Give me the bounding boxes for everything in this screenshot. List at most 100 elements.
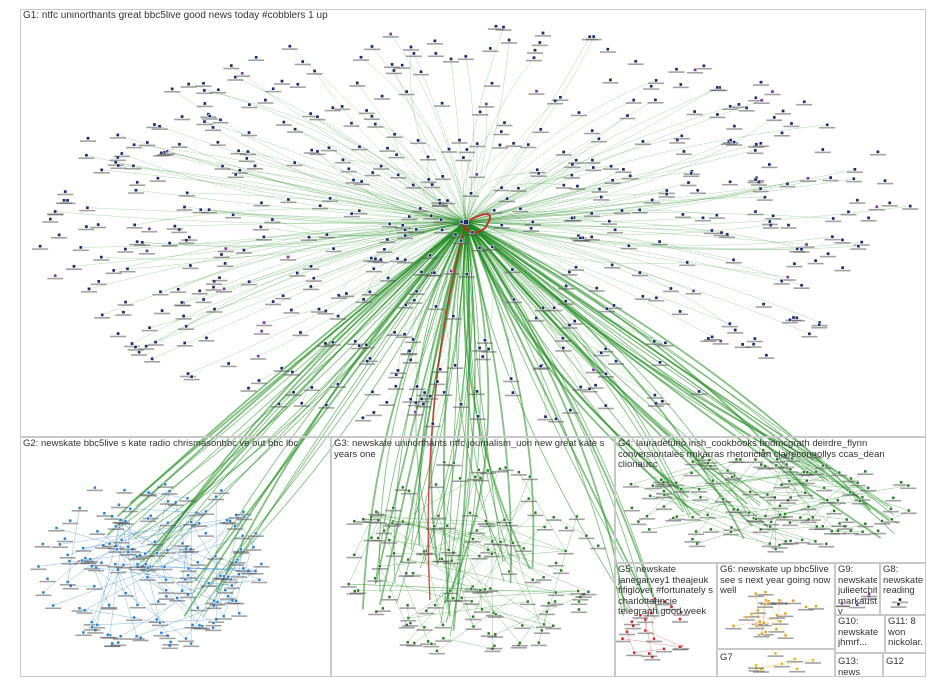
node-caption-mark [585,371,602,374]
node-caption-mark [760,603,777,605]
node-caption-mark [492,470,508,473]
edge [465,221,810,335]
node-g1 [561,150,566,154]
node-caption-mark [511,644,528,647]
node-caption-mark [255,239,272,241]
node-g1 [855,198,860,203]
node-caption-mark [685,293,702,295]
node-caption-mark [74,562,91,565]
node-g4 [788,467,793,472]
node-caption-mark [752,145,769,147]
node-caption-mark [453,406,469,408]
edge [204,121,467,223]
edge [755,459,828,501]
node-caption-mark [568,269,584,271]
node-caption-mark [527,514,544,517]
node-g2 [163,482,167,487]
node-caption-mark [499,200,516,203]
node-caption-mark [486,647,503,650]
node-g1 [650,198,655,202]
node-g3 [460,596,464,600]
node-caption-mark [797,494,814,497]
node-g1 [840,265,845,270]
node-caption-mark [877,182,893,185]
node-g1 [53,273,58,278]
edge [465,124,828,223]
node-caption-mark [673,491,690,493]
edge-bundle [118,221,467,529]
node-caption-mark [530,644,547,647]
node-g1 [840,238,845,242]
node-g3 [596,543,600,548]
node-g1 [728,138,733,142]
node-caption-mark [119,270,136,273]
node-caption-mark [189,564,206,566]
node-g1 [908,204,913,208]
node-caption-mark [349,85,366,87]
edge [348,519,379,585]
node-caption-mark [646,600,663,603]
node-caption-mark [750,184,767,186]
group-label-g1: G1: ntfc uninorthants great bbc5live goo… [23,11,328,21]
node-g4 [734,457,739,462]
node-g2 [218,573,223,578]
node-caption-mark [157,486,174,488]
node-caption-mark [807,262,824,265]
edge [101,221,467,260]
node-caption-mark [703,232,720,235]
node-caption-mark [570,237,587,240]
node-g1 [552,305,557,310]
node-caption-mark [107,566,124,568]
node-caption-mark [416,629,433,631]
node-caption-mark [849,202,866,204]
node-g1 [262,320,266,325]
node-g1 [607,219,612,224]
edge [451,476,476,561]
node-caption-mark [464,541,481,543]
node-g1 [309,284,313,289]
node-g1 [147,325,152,330]
node-g1 [874,204,879,209]
node-caption-mark [195,301,212,304]
edge [465,165,612,223]
node-caption-mark [250,358,267,360]
node-caption-mark [814,151,831,154]
node-g1 [516,186,521,191]
node-g2 [143,551,148,556]
node-g1 [202,88,207,93]
node-caption-mark [644,659,661,661]
node-caption-mark [104,645,121,647]
node-g3 [404,571,409,576]
node-g1 [132,223,137,227]
node-caption-mark [386,334,403,336]
node-g1 [357,208,362,213]
node-g1 [233,75,238,79]
node-caption-mark [219,522,236,524]
node-caption-mark [183,378,200,381]
edge [414,215,467,230]
edge [663,481,750,513]
node-g4 [863,469,867,474]
node-caption-mark [546,309,563,312]
edge [236,514,254,548]
node-caption-mark [545,519,562,521]
node-g2 [167,489,172,493]
node-caption-mark [434,178,451,181]
node-g1 [286,255,290,259]
edge [387,215,467,240]
node-caption-mark [656,650,672,653]
node-caption-mark [152,293,169,296]
edge [465,159,577,223]
node-caption-mark [235,570,252,573]
node-caption-mark [840,213,857,216]
node-caption-mark [505,301,522,304]
node-g1 [494,24,498,29]
node-caption-mark [363,260,380,262]
node-g6 [791,598,795,603]
node-g5 [652,636,656,641]
node-caption-mark [420,159,436,161]
node-caption-mark [191,525,208,527]
node-caption-mark [691,491,708,493]
node-g5 [678,645,682,649]
